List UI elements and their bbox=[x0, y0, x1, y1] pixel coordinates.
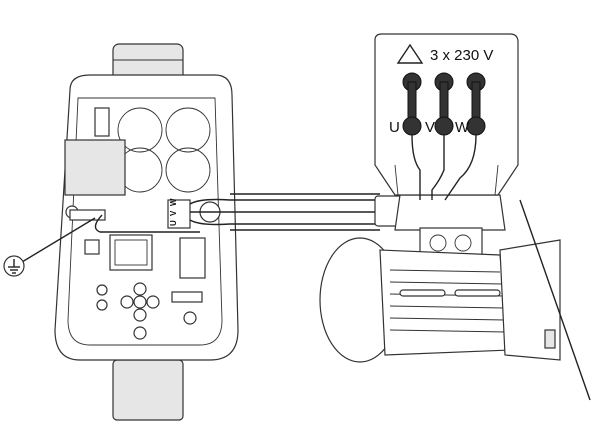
voltage-label: 3 x 230 V bbox=[430, 47, 493, 64]
control-buttons bbox=[120, 282, 160, 322]
motor-cable bbox=[94, 193, 404, 233]
terminal-block bbox=[167, 199, 191, 229]
terminal-u: U bbox=[389, 119, 400, 136]
terminal-w: W bbox=[455, 119, 470, 136]
terminal-label-v: V bbox=[169, 210, 178, 216]
controller-unit: U V W bbox=[54, 43, 239, 421]
delta-connection-icon bbox=[396, 43, 424, 64]
terminal-label-w: W bbox=[169, 198, 178, 206]
motor bbox=[319, 194, 591, 401]
ground-icon bbox=[3, 217, 96, 277]
terminal-label-u: U bbox=[169, 220, 178, 226]
supply-terminal-box: 3 x 230 V U V W bbox=[374, 33, 519, 201]
terminal-v: V bbox=[425, 119, 435, 136]
